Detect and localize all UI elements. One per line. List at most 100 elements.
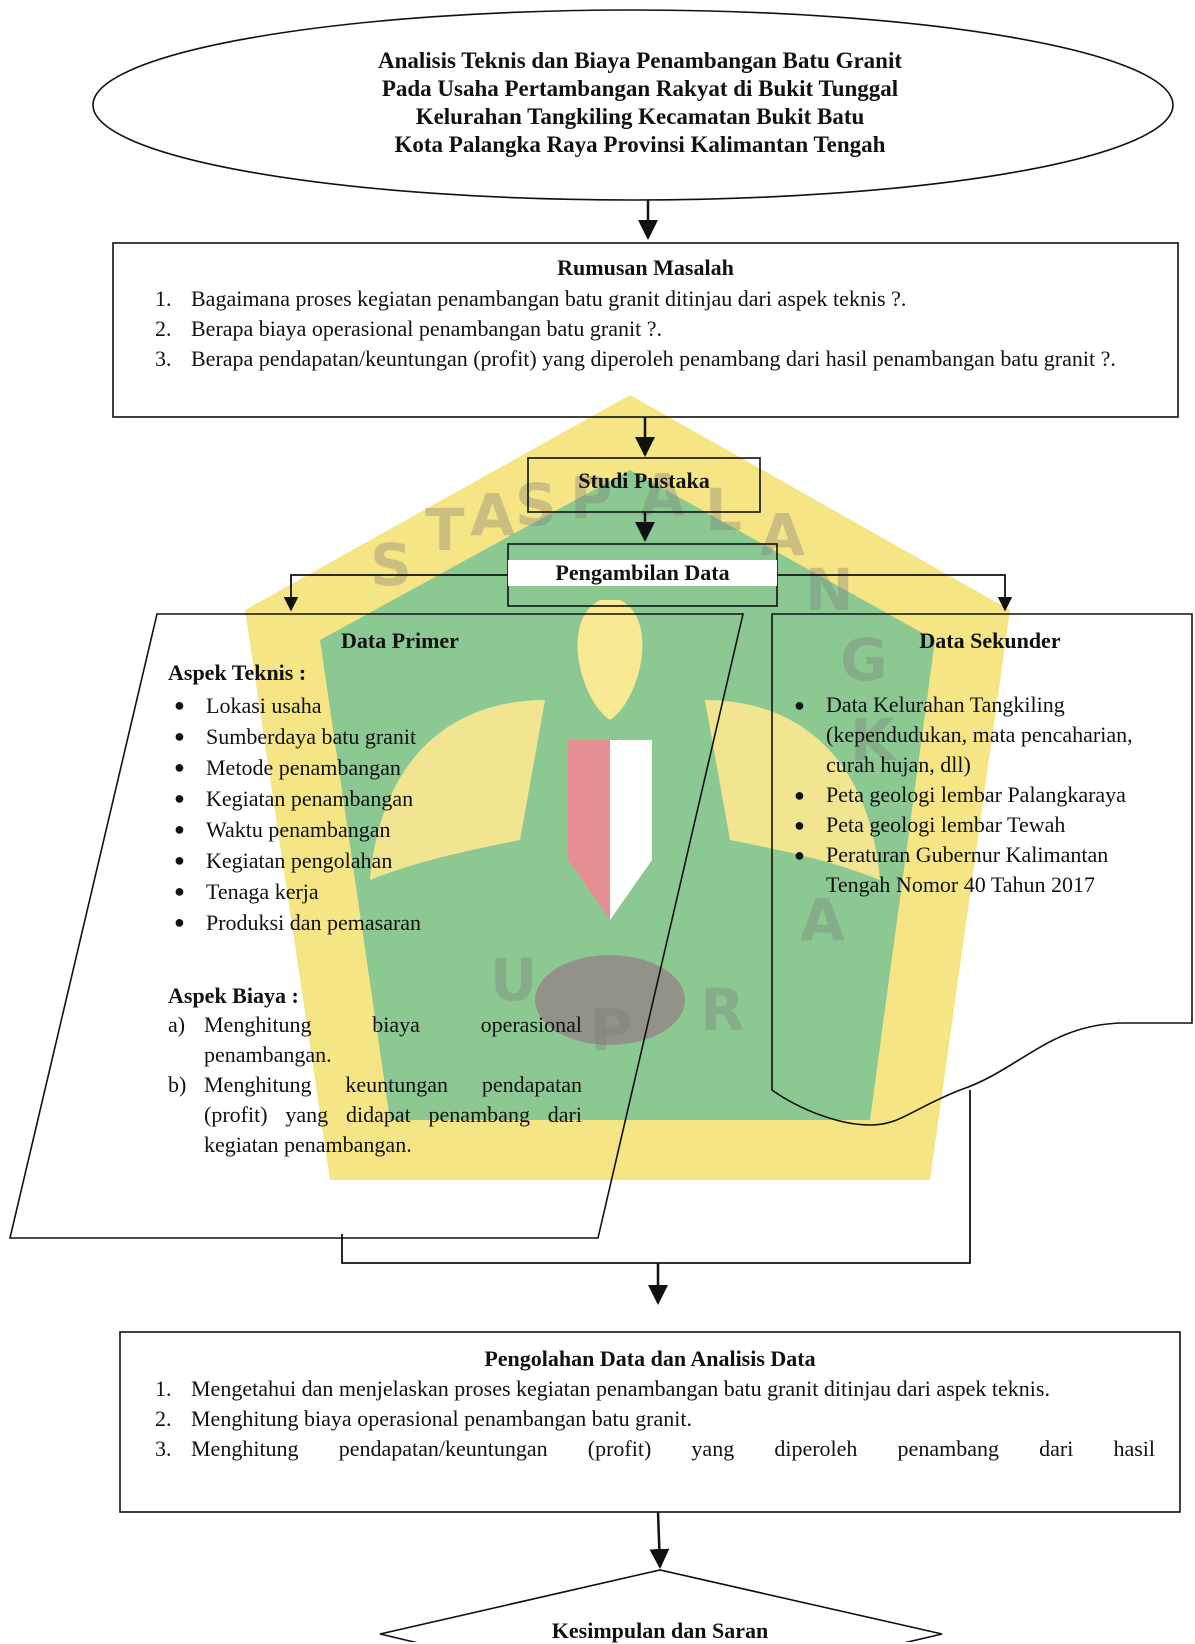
watermark-letter: K (850, 706, 897, 774)
data-sekunder-heading: Data Sekunder (919, 628, 1061, 653)
aspek-teknis-list: ●Lokasi usaha●Sumberdaya batu granit●Met… (170, 690, 570, 938)
item-text: Produksi dan pemasaran (206, 910, 422, 935)
watermark-wing-left (370, 700, 545, 880)
watermark-letter: R (700, 976, 745, 1044)
biaya-item: b)Menghitung keuntungan pendapatan (prof… (168, 1070, 582, 1160)
aspek-teknis-label: Aspek Teknis : (168, 660, 307, 685)
watermark-shield-white (610, 740, 652, 920)
bullet-icon: ● (174, 881, 185, 901)
bullet-icon: ● (794, 815, 805, 835)
watermark-letter: P (570, 464, 613, 532)
data-sekunder-item: ● Data Kelurahan Tangkiling (kependudukan… (790, 690, 1162, 780)
bullet-icon: ● (794, 845, 805, 865)
bullet-icon: ● (174, 788, 185, 808)
item-text: Waktu penambangan (206, 817, 391, 842)
item-text: Kegiatan pengolahan (206, 848, 393, 873)
item-text: Menghitung keuntungan pendapatan (profit… (204, 1072, 582, 1157)
title-line: Kota Palangka Raya Provinsi Kalimantan T… (394, 132, 886, 157)
item-text: Menghitung pendapatan/keuntungan (profit… (191, 1436, 1155, 1461)
item-text: Menghitung biaya operasional penambangan… (204, 1012, 582, 1067)
watermark-letter: G (840, 626, 888, 694)
item-letter: a) (168, 1012, 186, 1037)
data-sekunder-list: ● Data Kelurahan Tangkiling (kependudukan… (790, 690, 1162, 900)
aspek-teknis-item: ● Produksi dan pemasaran (170, 907, 570, 938)
item-number: 2. (155, 316, 172, 341)
branch-right-line (777, 574, 1013, 612)
item-text: Mengetahui dan menjelaskan proses kegiat… (191, 1376, 1050, 1401)
data-primer-box (8, 613, 745, 1239)
bullet-icon: ● (174, 726, 185, 746)
pengolahan-heading: Pengolahan Data dan Analisis Data (484, 1346, 816, 1371)
data-sekunder-box (771, 613, 1193, 1126)
aspek-teknis-item: ●Tenaga kerja (170, 876, 570, 907)
title-text: Analisis Teknis dan Biaya Penambangan Ba… (270, 47, 1010, 159)
item-text: Berapa pendapatan/keuntungan (profit) ya… (191, 346, 1116, 371)
item-text: Sumberdaya batu granit (206, 724, 417, 749)
item-number: 1. (155, 286, 172, 311)
title-ellipse (92, 9, 1174, 201)
rumusan-item: 1.Bagaimana proses kegiatan penambangan … (155, 286, 1153, 312)
rumusan-item: 3.Berapa pendapatan/keuntungan (profit) … (155, 346, 1153, 372)
watermark-letter: U (490, 946, 537, 1014)
item-text: Metode penambangan (206, 755, 401, 780)
watermark-wing-right (705, 700, 880, 880)
aspek-biaya-list: a) Menghitung biaya operasional penambang… (168, 1010, 582, 1160)
aspek-biaya-label: Aspek Biaya : (168, 983, 299, 1008)
aspek-teknis-item: ● Sumberdaya batu granit (170, 721, 570, 752)
item-text: Peta geologi lembar Palangkaraya (826, 782, 1126, 807)
item-text: Berapa biaya operasional penambangan bat… (191, 316, 662, 341)
rumusan-heading: Rumusan Masalah (557, 255, 734, 280)
watermark-letter: A (640, 461, 685, 529)
item-text: Lokasi usaha (206, 693, 322, 718)
data-sekunder-item: ● Peta geologi lembar Tewah (790, 810, 1162, 840)
aspek-teknis-item: ●Metode penambangan (170, 752, 570, 783)
item-text: Peraturan Gubernur Kalimantan Tengah Nom… (826, 842, 1109, 897)
pengolahan-box (119, 1331, 1181, 1513)
pengolahan-item: 3. Menghitung pendapatan/keuntungan (prof… (155, 1436, 1155, 1462)
aspek-teknis-item: ● Kegiatan pengolahan (170, 845, 570, 876)
pengolahan-list: 1. Mengetahui dan menjelaskan proses kegi… (155, 1376, 1155, 1462)
title-line: Pada Usaha Pertambangan Rakyat di Bukit … (381, 76, 899, 101)
watermark-letter: A (760, 501, 805, 569)
watermark-letter: S (515, 471, 557, 539)
bullet-icon: ● (174, 850, 185, 870)
item-number: 1. (155, 1376, 172, 1401)
watermark-letter: L (705, 476, 742, 544)
watermark-bird (577, 600, 643, 720)
arrow-pengolahan-to-kesimpulan (649, 1511, 670, 1569)
kesimpulan-shape (379, 1569, 943, 1642)
rumusan-list: 1.Bagaimana proses kegiatan penambangan … (155, 286, 1153, 372)
pengolahan-item: 2. Menghitung biaya operasional penambang… (155, 1406, 1155, 1432)
watermark-letter: A (470, 481, 515, 549)
bullet-icon: ● (794, 785, 805, 805)
biaya-item: a) Menghitung biaya operasional penambang… (168, 1010, 582, 1070)
kesimpulan-label: Kesimpulan dan Saran (551, 1618, 769, 1643)
pengolahan-item: 1. Mengetahui dan menjelaskan proses kegi… (155, 1376, 1155, 1402)
watermark-letter: T (425, 496, 465, 564)
data-primer-heading: Data Primer (341, 628, 459, 653)
data-sekunder-item: ● Peraturan Gubernur Kalimantan Tengah No… (790, 840, 1162, 900)
pengambilan-data-label: Pengambilan Data (508, 560, 777, 586)
watermark-letter: N (805, 556, 854, 624)
title-line: Analisis Teknis dan Biaya Penambangan Ba… (377, 48, 903, 73)
bullet-icon: ● (794, 695, 805, 715)
watermark-letter: A (800, 886, 845, 954)
item-text: Peta geologi lembar Tewah (826, 812, 1066, 837)
watermark-letter: P (590, 996, 633, 1064)
item-text: Menghitung biaya operasional penambangan… (191, 1406, 692, 1431)
item-number: 3. (155, 1436, 172, 1461)
branch-left-line (283, 574, 515, 612)
data-sekunder-item: ● Peta geologi lembar Palangkaraya (790, 780, 1162, 810)
title-line: Kelurahan Tangkiling Kecamatan Bukit Bat… (415, 104, 865, 129)
watermark-shield-red (568, 740, 610, 920)
item-text: Data Kelurahan Tangkiling (kependudukan,… (826, 692, 1133, 777)
bullet-icon: ● (174, 695, 185, 715)
aspek-teknis-item: ●Waktu penambangan (170, 814, 570, 845)
item-text: Kegiatan penambangan (206, 786, 414, 811)
item-number: 2. (155, 1406, 172, 1431)
bullet-icon: ● (174, 912, 185, 932)
merge-line (341, 1090, 971, 1264)
studi-pustaka-label: Studi Pustaka (578, 468, 710, 493)
aspek-teknis-item: ● Lokasi usaha (170, 690, 570, 721)
